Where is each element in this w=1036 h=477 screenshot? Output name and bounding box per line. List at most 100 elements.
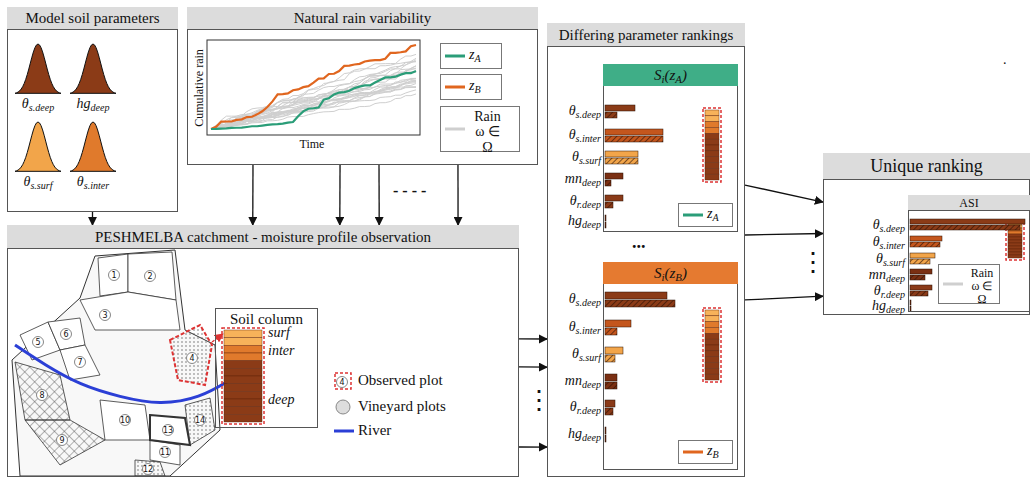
- total-index-bar: [605, 222, 606, 228]
- legend-item: zA: [440, 43, 502, 69]
- legend-text: Rain ω ∈ Ω: [469, 109, 506, 155]
- heading: PESHMELBA catchment - moisture profile o…: [7, 225, 519, 249]
- legend-sample: [443, 44, 467, 68]
- parameter-label: mndeep: [833, 267, 905, 283]
- legend-text: Rain ω ∈ Ω: [967, 267, 997, 307]
- total-index-bar: [605, 136, 663, 142]
- arrow-connector: [519, 446, 547, 447]
- total-index-bar: [605, 158, 638, 164]
- distribution-curve: [15, 44, 61, 93]
- legend-sample: [332, 422, 356, 440]
- parameter-label: hgdeep: [548, 213, 601, 231]
- heading: Unique ranking: [823, 153, 1030, 180]
- parameter-label: θs.inter: [67, 174, 119, 192]
- parameter-label: deep: [268, 392, 314, 409]
- total-index-bar: [605, 408, 613, 415]
- ellipsis: ⋮: [526, 388, 552, 414]
- parameter-label: θr.deep: [548, 193, 601, 211]
- distribution-curve: [70, 44, 116, 93]
- legend-item: Vineyard plots: [330, 398, 470, 418]
- legend-text: zB: [469, 78, 481, 93]
- stray-mark: .: [1003, 52, 1007, 68]
- soil-column-box: Soil columnsurfinterdeep: [215, 308, 318, 428]
- rain-series: [211, 54, 416, 129]
- plot-number: 14: [194, 414, 206, 426]
- parameter-label: Cumulative rain: [191, 40, 207, 136]
- vineyard-plot: [60, 345, 100, 380]
- bar-hatching: [605, 328, 617, 335]
- parameter-label: hgdeep: [548, 426, 601, 444]
- total-index-bar: [910, 275, 925, 280]
- arrow-connector: [339, 165, 341, 225]
- plot-number: 11: [159, 446, 171, 458]
- plot-number: 7: [74, 356, 86, 368]
- ellipsis: - - - -: [393, 182, 426, 200]
- bar-hatching: [605, 408, 613, 415]
- bar-hatching: [910, 275, 925, 280]
- parameter-label: θs.surf: [12, 174, 64, 192]
- bar-hatching: [605, 300, 675, 307]
- vineyard-plot: [80, 292, 180, 330]
- distribution-curve: [70, 122, 116, 171]
- total-index-bar: [605, 112, 617, 118]
- ellipsis: ⋮: [800, 250, 826, 276]
- total-index-bar: [605, 328, 617, 335]
- arrow-connector: [457, 165, 458, 225]
- heading: Differing parameter rankings: [547, 23, 745, 47]
- parameter-label: θs.surf: [833, 251, 905, 267]
- index-bar: [605, 173, 623, 179]
- heading: Model soil parameters: [7, 7, 178, 30]
- legend-item: Rain ω ∈ Ω: [440, 106, 520, 152]
- heading: Si(zA): [603, 64, 738, 86]
- legend-text: zB: [707, 443, 719, 458]
- plot-number: 4: [336, 376, 348, 388]
- total-index-bar: [910, 306, 911, 311]
- plot-number: 10: [119, 414, 131, 426]
- parameter-label: hgdeep: [833, 298, 905, 314]
- total-index-bar: [910, 259, 930, 264]
- vineyard-plot: [150, 415, 190, 445]
- arrow-connector: [519, 366, 547, 368]
- arrow-connector: [378, 165, 380, 225]
- plot-number: 2: [144, 270, 156, 282]
- ranking-panel: Differing parameter rankingsSi(zA) θs.dee…: [547, 23, 745, 477]
- parameter-label: θs.inter: [833, 234, 905, 250]
- legend-text: zA: [707, 206, 719, 221]
- legend-item: zA: [678, 203, 733, 227]
- bar-hatching: [910, 306, 911, 311]
- plot-number: 8: [36, 389, 48, 401]
- rain-series-zb: [211, 45, 416, 129]
- parameter-label: mndeep: [548, 171, 601, 189]
- plot-number: 3: [99, 309, 111, 321]
- parameter-label: θs.deep: [833, 217, 905, 233]
- index-bar: [910, 236, 942, 241]
- legend-item: zB: [440, 74, 502, 100]
- bar-hatching: [605, 112, 617, 118]
- index-bar: [605, 195, 623, 201]
- total-index-bar: [910, 242, 940, 247]
- bar-hatching: [605, 158, 638, 164]
- index-bar: [605, 129, 663, 135]
- heading: ASI: [908, 195, 1030, 211]
- parameter-label: θs.deep: [548, 291, 601, 309]
- bar-hatching: [910, 291, 928, 296]
- bar-hatching: [605, 382, 617, 389]
- index-bar: [605, 374, 617, 381]
- bar-hatching: [605, 136, 663, 142]
- vineyard-plot: [25, 420, 105, 465]
- parameter-label: θr.deep: [548, 399, 601, 417]
- parameter-label: θs.inter: [548, 127, 601, 145]
- total-index-bar: [910, 225, 1020, 230]
- parameter-label: Time: [290, 137, 334, 153]
- index-bar: [910, 253, 935, 258]
- parameter-label: mndeep: [548, 373, 601, 391]
- catchment-panel: PESHMELBA catchment - moisture profile o…: [7, 225, 519, 477]
- legend-sample: [681, 204, 705, 226]
- vineyard-plot: [48, 318, 85, 350]
- total-index-bar: [605, 180, 611, 186]
- plot-number: 9: [56, 434, 68, 446]
- bar-hatching: [605, 222, 606, 228]
- heading: Si(zB): [603, 262, 738, 284]
- index-bar: [605, 105, 635, 111]
- arrow-connector: [252, 165, 254, 225]
